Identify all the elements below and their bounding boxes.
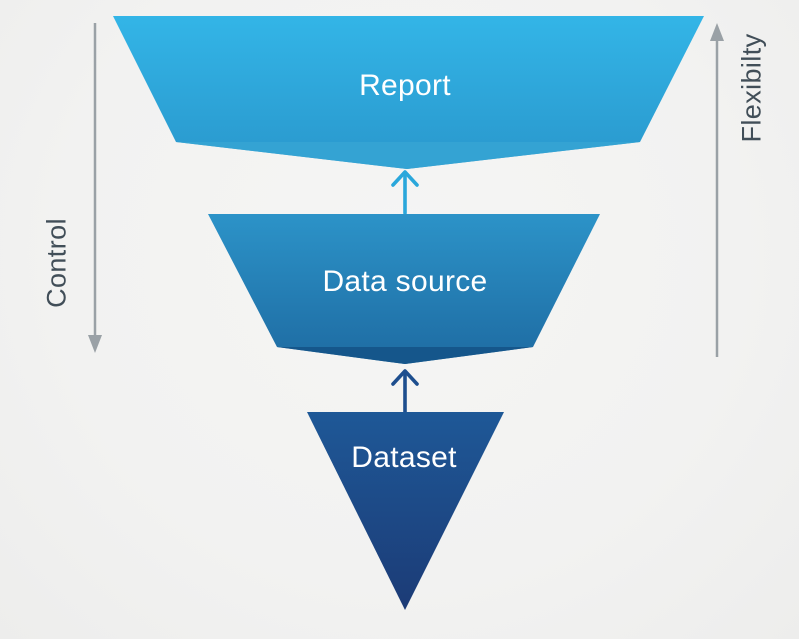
funnel-segment-report-facet bbox=[176, 142, 640, 169]
flexibility-axis-arrowhead-up-icon bbox=[710, 23, 724, 41]
funnel-segment-report bbox=[113, 16, 704, 169]
funnel-segment-dataset bbox=[307, 412, 504, 610]
arrow-dataset-to-datasource-icon bbox=[391, 369, 419, 414]
arrow-datasource-to-report-icon bbox=[391, 170, 419, 215]
control-axis-arrowhead-down-icon bbox=[88, 335, 102, 353]
funnel-segment-datasource bbox=[208, 214, 600, 364]
funnel-segment-datasource-facet bbox=[277, 347, 533, 364]
